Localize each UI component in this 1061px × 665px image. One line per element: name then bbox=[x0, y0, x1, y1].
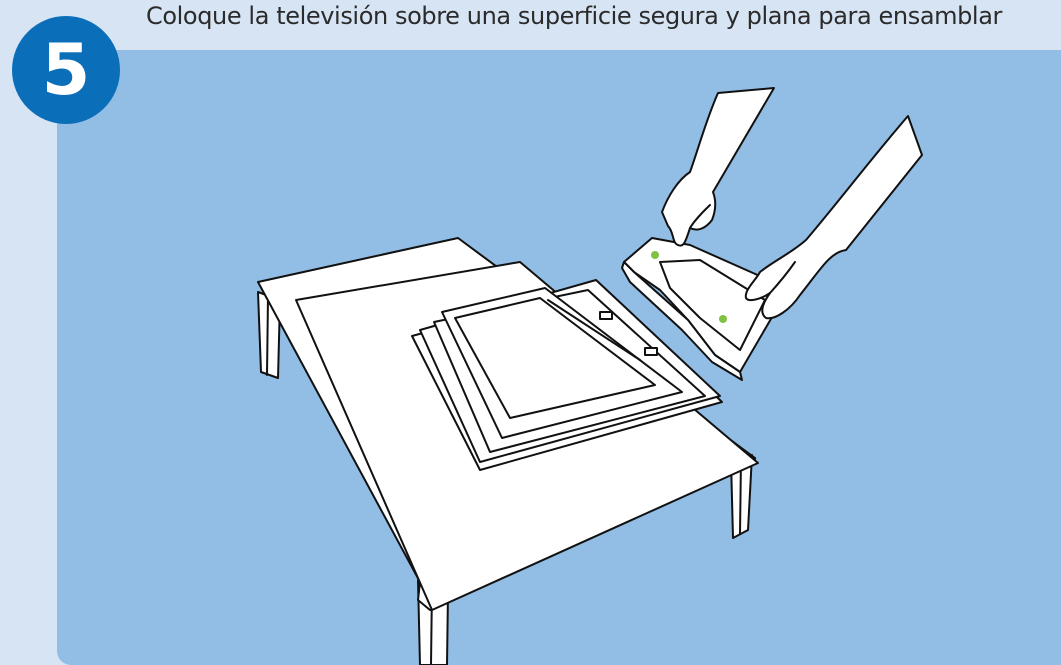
hands-icon bbox=[661, 87, 923, 320]
step-number-badge: 5 bbox=[12, 16, 120, 124]
tv-back-icon bbox=[411, 279, 723, 471]
step-caption: Coloque la televisión sobre una superfic… bbox=[146, 2, 1002, 30]
